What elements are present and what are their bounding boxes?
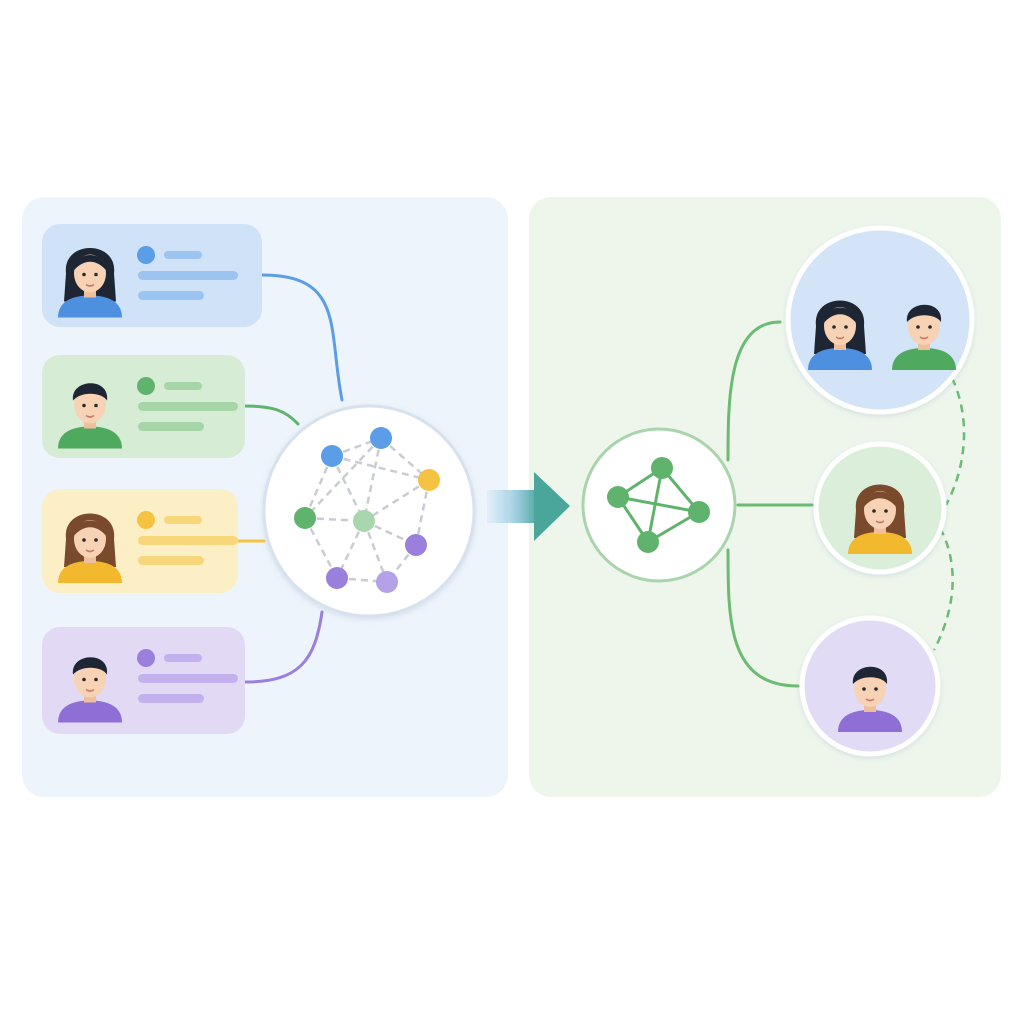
avatar [58, 657, 122, 723]
avatar [58, 383, 122, 449]
profile-card-yellow [42, 489, 238, 593]
avatar [892, 304, 956, 370]
status-dot [137, 377, 155, 395]
text-placeholder [164, 654, 202, 662]
text-placeholder [138, 536, 238, 545]
cluster-node [637, 531, 659, 553]
network-node [353, 510, 375, 532]
group-pair [785, 225, 975, 415]
text-placeholder [138, 674, 238, 683]
network-node [321, 445, 343, 467]
network-edge [363, 519, 417, 547]
profile-card-blue [42, 224, 262, 327]
avatar [808, 300, 872, 370]
group-single-purple [799, 615, 941, 757]
cluster-node [688, 501, 710, 523]
network-node [376, 571, 398, 593]
cluster-edge [617, 495, 700, 514]
network-edge [330, 455, 366, 522]
network-node [405, 534, 427, 556]
connector-line [260, 273, 344, 402]
status-dot [137, 246, 155, 264]
network-edge [362, 437, 383, 522]
text-placeholder [138, 422, 204, 431]
network-edge [304, 437, 382, 519]
profile-cards [42, 224, 262, 734]
text-placeholder [138, 402, 238, 411]
right-arrow-icon [487, 472, 570, 541]
network-node [326, 567, 348, 589]
avatar [58, 248, 122, 318]
network-node [370, 427, 392, 449]
group-single-yellow [813, 441, 947, 575]
profile-card-green [42, 355, 245, 458]
text-placeholder [164, 382, 202, 390]
avatar [848, 484, 912, 554]
profile-card-purple [42, 627, 245, 734]
cluster-node [607, 486, 629, 508]
connector-line [243, 610, 324, 684]
network-edge [331, 436, 382, 458]
network-node [418, 469, 440, 491]
text-placeholder [138, 291, 204, 300]
cluster-edge [646, 467, 664, 543]
avatar [58, 513, 122, 583]
cluster-connectors [726, 320, 814, 688]
connector-line [243, 404, 300, 426]
status-dot [137, 511, 155, 529]
avatar [838, 666, 902, 732]
cluster-node [651, 457, 673, 479]
group-dashed-links [932, 377, 966, 651]
network-node [294, 507, 316, 529]
user-groups [785, 225, 975, 757]
text-placeholder [164, 516, 202, 524]
network-graph-icon [262, 404, 476, 618]
text-placeholder [138, 556, 204, 565]
cluster-graph-icon [581, 427, 737, 583]
text-placeholder [138, 694, 204, 703]
status-dot [137, 649, 155, 667]
profile-connectors [236, 273, 344, 684]
text-placeholder [164, 251, 202, 259]
network-edge [331, 454, 430, 482]
network-edge [363, 478, 430, 523]
text-placeholder [138, 271, 238, 280]
group-circle [785, 225, 975, 415]
